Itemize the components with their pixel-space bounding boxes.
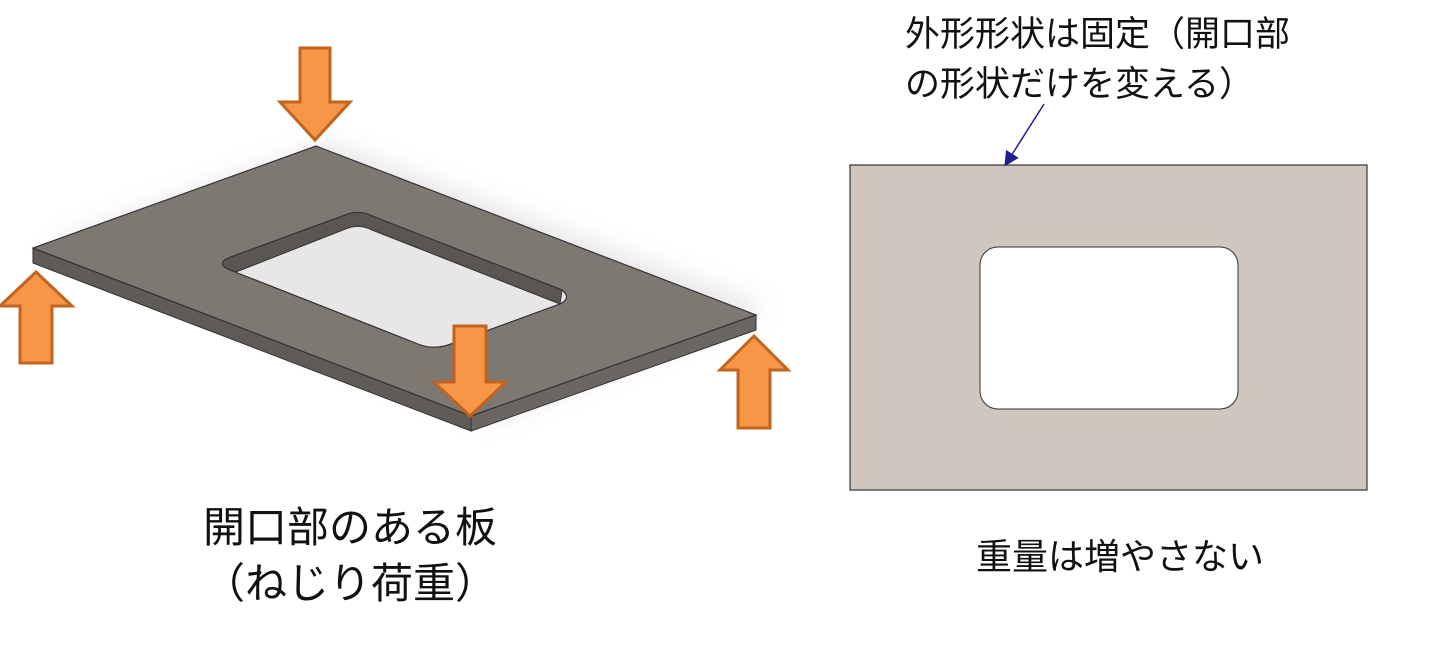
callout-line-1: 外形形状は固定（開口部 [905, 15, 1291, 55]
left-caption-line-2: （ねじり荷重） [202, 559, 497, 608]
up-arrow-icon [716, 333, 792, 430]
callout-leader-line [1004, 103, 1045, 167]
down-arrow-icon [430, 324, 510, 419]
left-figure-caption: 開口部のある板 （ねじり荷重） [120, 500, 580, 612]
up-arrow-icon [0, 269, 76, 365]
plate-3d-figure [0, 46, 792, 432]
opening-inner-wall [222, 211, 563, 305]
load-arrow-right-up [716, 333, 792, 430]
load-arrow-left-up [0, 269, 76, 365]
right-figure-caption: 重量は増やさない [975, 537, 1264, 578]
left-caption-line-1: 開口部のある板 [202, 503, 497, 552]
opening-2d [979, 246, 1239, 410]
load-arrow-center-down [430, 324, 510, 419]
callout-line-2: の形状だけを変える） [905, 65, 1254, 105]
down-arrow-icon [276, 46, 354, 143]
load-arrow-top-down [276, 46, 354, 143]
callout-label: 外形形状は固定（開口部 の形状だけを変える） [905, 10, 1425, 110]
plate-2d-figure [849, 103, 1368, 491]
